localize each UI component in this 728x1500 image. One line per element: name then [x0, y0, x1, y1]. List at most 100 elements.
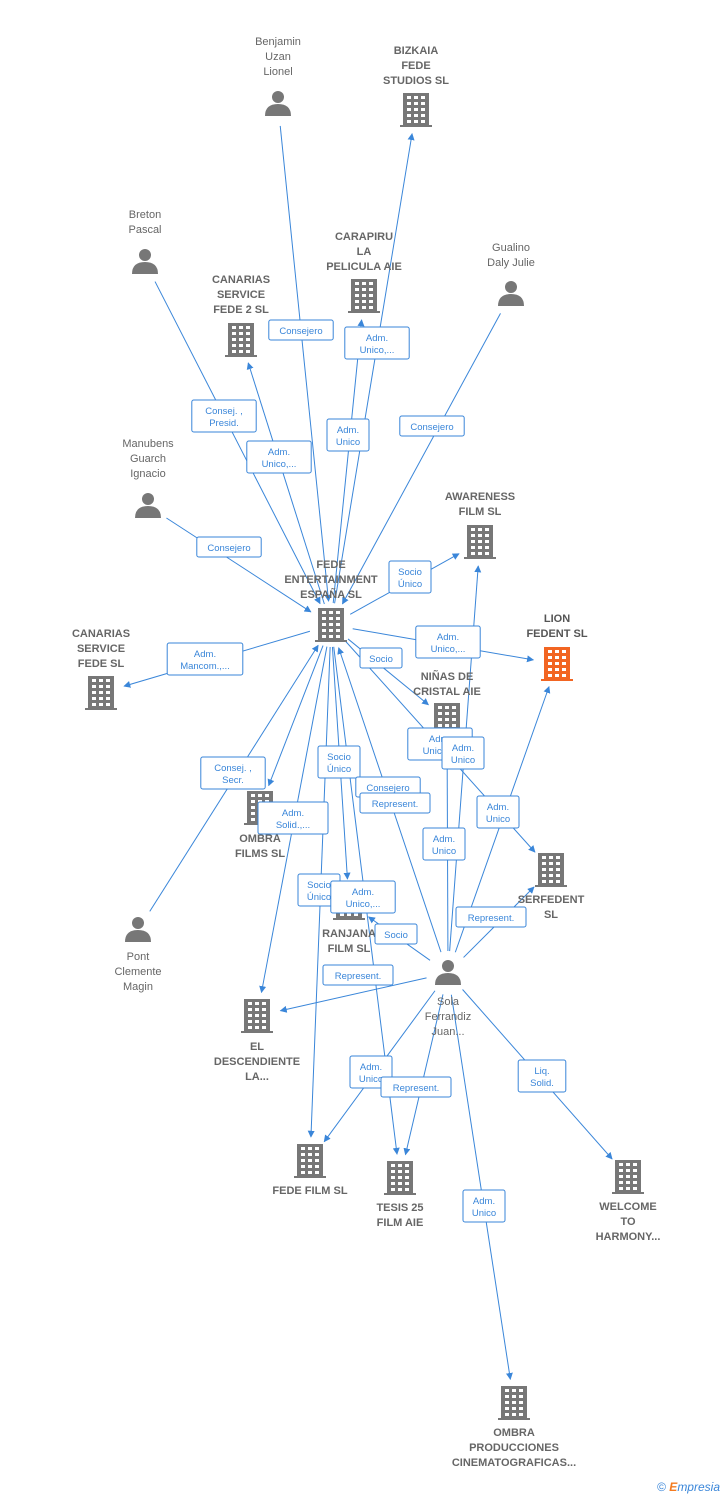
- edge-label-sola-awareness[interactable]: Adm.Unico: [476, 795, 520, 829]
- building-window: [308, 1147, 312, 1150]
- edge-label-fede-canarias[interactable]: Adm.Mancom.,...: [166, 642, 244, 676]
- building-window: [398, 1176, 402, 1179]
- building-window: [355, 282, 359, 285]
- building-window: [369, 306, 373, 309]
- edge-label-benjamin-fede[interactable]: Consejero: [268, 319, 334, 341]
- edge-label-sola-descendiente[interactable]: Represent.: [322, 964, 394, 986]
- edge-label-text: Represent.: [372, 799, 418, 810]
- edge-label-breton-fede[interactable]: Consej. ,Presid.: [191, 399, 257, 433]
- edge-label-text: Represent.: [468, 913, 514, 924]
- building-window: [336, 635, 340, 638]
- node-label: Sola: [437, 996, 460, 1008]
- node-label: Uzan: [265, 51, 291, 63]
- building-window: [548, 656, 552, 659]
- building-window: [248, 1014, 252, 1017]
- building-window: [336, 611, 340, 614]
- building-window: [251, 806, 255, 809]
- edge-label-pont-fede[interactable]: Consej. ,Secr.: [200, 756, 266, 790]
- node-label: STUDIOS SL: [383, 75, 449, 87]
- building-window: [255, 1026, 259, 1029]
- edge-label-sola-ranjana[interactable]: Socio: [374, 923, 418, 945]
- edge-label-sola-ombraprod[interactable]: Adm.Unico: [462, 1189, 506, 1223]
- edge-label-sola-welcome[interactable]: Liq.Solid.: [517, 1059, 567, 1093]
- edge-label-text: Adm.: [429, 734, 451, 745]
- edge-label-sola-fede[interactable]: Consejero: [355, 776, 421, 798]
- building-base: [85, 708, 117, 710]
- node-label: SERVICE: [77, 643, 125, 655]
- building-window: [258, 794, 262, 797]
- node-fedefilm[interactable]: FEDE FILM SL: [272, 1144, 348, 1197]
- building-window: [362, 288, 366, 291]
- edge-label-fede-ombrafilms[interactable]: Adm.Solid.,...: [257, 801, 329, 835]
- building-window: [232, 344, 236, 347]
- edge-label-fede-tesis[interactable]: Adm.Unico,...: [330, 880, 396, 914]
- building-base: [294, 1176, 326, 1178]
- edge-label-fede-lion[interactable]: Adm.Unico,...: [415, 625, 481, 659]
- building-window: [405, 1182, 409, 1185]
- footer-brand[interactable]: © Empresia: [657, 1480, 720, 1494]
- node-label: FEDE: [316, 559, 345, 571]
- node-welcome[interactable]: WELCOMETOHARMONY...: [596, 1160, 661, 1243]
- edge-label-sola-serfedent[interactable]: Represent.: [359, 792, 431, 814]
- edge-label-text: Unico: [486, 814, 510, 825]
- edge-label-fede-ninas[interactable]: Socio: [359, 647, 403, 669]
- building-window: [505, 1395, 509, 1398]
- node-label: FEDENT SL: [526, 628, 587, 640]
- node-label: FILM AIE: [377, 1217, 424, 1229]
- edge-label-fede-bizkaia[interactable]: Adm.Unico,...: [344, 326, 410, 360]
- node-label: Daly Julie: [487, 257, 535, 269]
- edge-label-manubens-fede[interactable]: Consejero: [196, 536, 262, 558]
- node-label: RANJANA: [322, 928, 376, 940]
- node-label: TO: [620, 1216, 636, 1228]
- edge-label-fede-descendiente[interactable]: Adm.Unico: [441, 736, 485, 770]
- building-window: [414, 120, 418, 123]
- edge-sola-ombraprod: [450, 994, 513, 1380]
- building-window: [414, 114, 418, 117]
- node-ombraprod[interactable]: OMBRAPRODUCCIONESCINEMATOGRAFICAS...: [452, 1386, 576, 1469]
- edge-gualino-fede: [342, 313, 501, 605]
- building-window: [471, 552, 475, 555]
- edge-label-sola-ninas[interactable]: Adm.Unico: [422, 827, 466, 861]
- building-window: [633, 1169, 637, 1172]
- person-body: [265, 104, 291, 116]
- building-window: [92, 679, 96, 682]
- node-sola[interactable]: SolaFerrandizJuan...: [425, 960, 471, 1038]
- edge-label-box: [388, 560, 432, 594]
- node-descendiente[interactable]: ELDESCENDIENTELA...: [214, 999, 300, 1083]
- building-window: [262, 1014, 266, 1017]
- edge-label-fede-canarias2[interactable]: Adm.Unico,...: [246, 440, 312, 474]
- person-body: [125, 930, 151, 942]
- building-icon: [384, 1161, 416, 1195]
- person-icon: [135, 493, 161, 518]
- building-window: [445, 718, 449, 721]
- edge-label-box: [257, 801, 329, 835]
- building-window: [542, 868, 546, 871]
- building-window: [407, 114, 411, 117]
- edge-label-text: Represent.: [335, 971, 381, 982]
- edge-label-gualino-fede[interactable]: Consejero: [399, 415, 465, 437]
- edge-label-fede-carapiru[interactable]: Adm.Unico: [326, 418, 370, 452]
- edge-label-sola-lion[interactable]: Represent.: [455, 906, 527, 928]
- building-window: [421, 114, 425, 117]
- building-window: [556, 856, 560, 859]
- building-window: [633, 1163, 637, 1166]
- edge-label-sola-tesis[interactable]: Represent.: [380, 1076, 452, 1098]
